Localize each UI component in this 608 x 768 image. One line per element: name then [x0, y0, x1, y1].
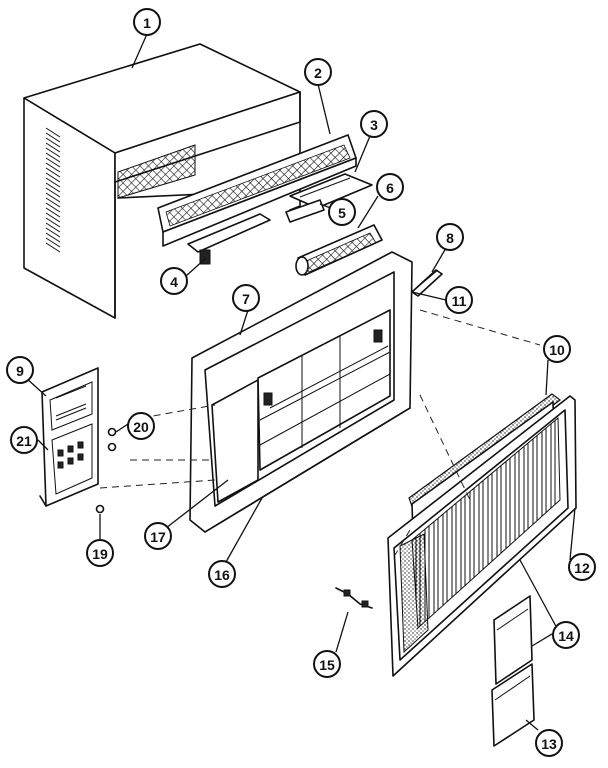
callout-circle: [144, 522, 172, 550]
callout-label: 7: [242, 291, 250, 307]
callout-17: 17: [144, 522, 172, 550]
callout-6: 6: [376, 173, 404, 201]
callout-circle: [127, 412, 155, 440]
front-frame: [189, 251, 413, 533]
callout-label: 14: [558, 628, 574, 644]
callout-label: 8: [446, 230, 454, 246]
callout-21: 21: [10, 426, 38, 454]
callout-circle: [568, 553, 596, 581]
callout-9: 9: [6, 356, 34, 384]
grille-door-upper: [493, 595, 533, 685]
callout-circle: [86, 539, 114, 567]
callout-circle: [552, 621, 580, 649]
callout-circle: [232, 284, 260, 312]
callout-14: 14: [552, 621, 580, 649]
control-panel: [39, 367, 99, 507]
upper-louver-strip: [157, 134, 357, 247]
callout-label: 12: [574, 560, 590, 576]
callout-label: 21: [16, 433, 32, 449]
callout-circle: [313, 650, 341, 678]
callout-3: 3: [360, 110, 388, 138]
callout-16: 16: [208, 560, 236, 588]
callout-circle: [543, 335, 571, 363]
callout-label: 9: [16, 363, 24, 379]
callout-5: 5: [328, 198, 356, 226]
front-grille: [387, 395, 577, 677]
callout-12: 12: [568, 553, 596, 581]
callout-label: 2: [314, 65, 322, 81]
callout-label: 16: [214, 567, 230, 583]
callout-label: 19: [92, 546, 108, 562]
callout-label: 1: [143, 15, 151, 31]
callout-circle: [445, 286, 473, 314]
blower-part: [295, 224, 383, 276]
callout-label: 15: [319, 657, 335, 673]
callout-circle: [208, 560, 236, 588]
callout-7: 7: [232, 284, 260, 312]
callout-19: 19: [86, 539, 114, 567]
callout-8: 8: [436, 223, 464, 251]
callout-circle: [376, 173, 404, 201]
callout-15: 15: [313, 650, 341, 678]
callout-10: 10: [543, 335, 571, 363]
callout-11: 11: [445, 286, 473, 314]
callout-label: 13: [541, 736, 557, 752]
clip-part: [335, 587, 373, 609]
callout-label: 3: [370, 117, 378, 133]
callout-label: 11: [452, 293, 467, 309]
callout-circle: [328, 198, 356, 226]
leader-lines: [25, 33, 576, 731]
callout-label: 5: [338, 205, 346, 221]
callout-1: 1: [133, 8, 161, 36]
callout-circle: [10, 426, 38, 454]
callout-circle: [133, 8, 161, 36]
screw-20: [107, 427, 117, 452]
callout-label: 17: [150, 529, 166, 545]
callout-label: 6: [386, 180, 394, 196]
callout-20: 20: [127, 412, 155, 440]
callout-label: 4: [170, 274, 178, 290]
screw-19: [95, 504, 105, 514]
small-rod-part: [411, 269, 443, 297]
callout-4: 4: [160, 267, 188, 295]
callout-2: 2: [304, 58, 332, 86]
callout-13: 13: [535, 729, 563, 757]
bracket-left: [187, 213, 271, 265]
callout-label: 20: [133, 419, 149, 435]
bracket-small: [285, 199, 325, 223]
callout-label: 10: [549, 342, 565, 358]
callout-circle: [535, 729, 563, 757]
grille-door-lower: [491, 663, 535, 747]
callout-circle: [6, 356, 34, 384]
callout-circle: [436, 223, 464, 251]
callout-circle: [160, 267, 188, 295]
callout-circle: [304, 58, 332, 86]
callout-circle: [360, 110, 388, 138]
